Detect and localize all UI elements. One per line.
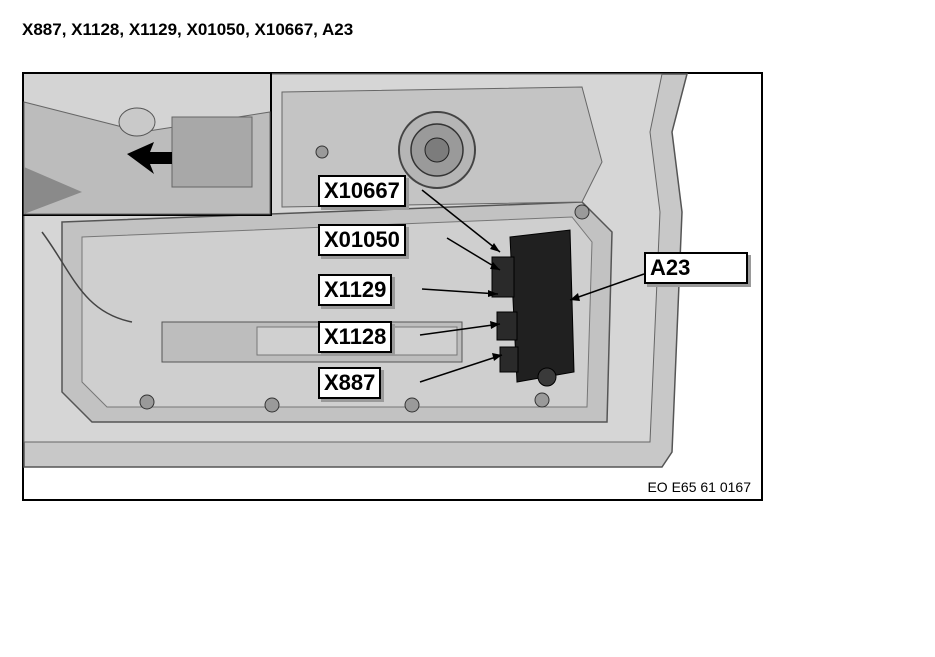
callout-x10667: X10667 [318,175,406,207]
callout-x1129: X1129 [318,274,393,306]
page-title: X887, X1128, X1129, X01050, X10667, A23 [22,20,354,39]
door-panel-drawing [22,72,763,501]
callout-x887: X887 [318,367,382,399]
callout-a23: A23 [644,252,748,284]
door-module-illustration: X10667 X01050 X1129 X1128 X887 A23 EO E6… [22,72,763,501]
callout-x1128: X1128 [318,321,393,353]
callout-x01050: X01050 [318,224,406,256]
figure-id: EO E65 61 0167 [647,479,751,495]
